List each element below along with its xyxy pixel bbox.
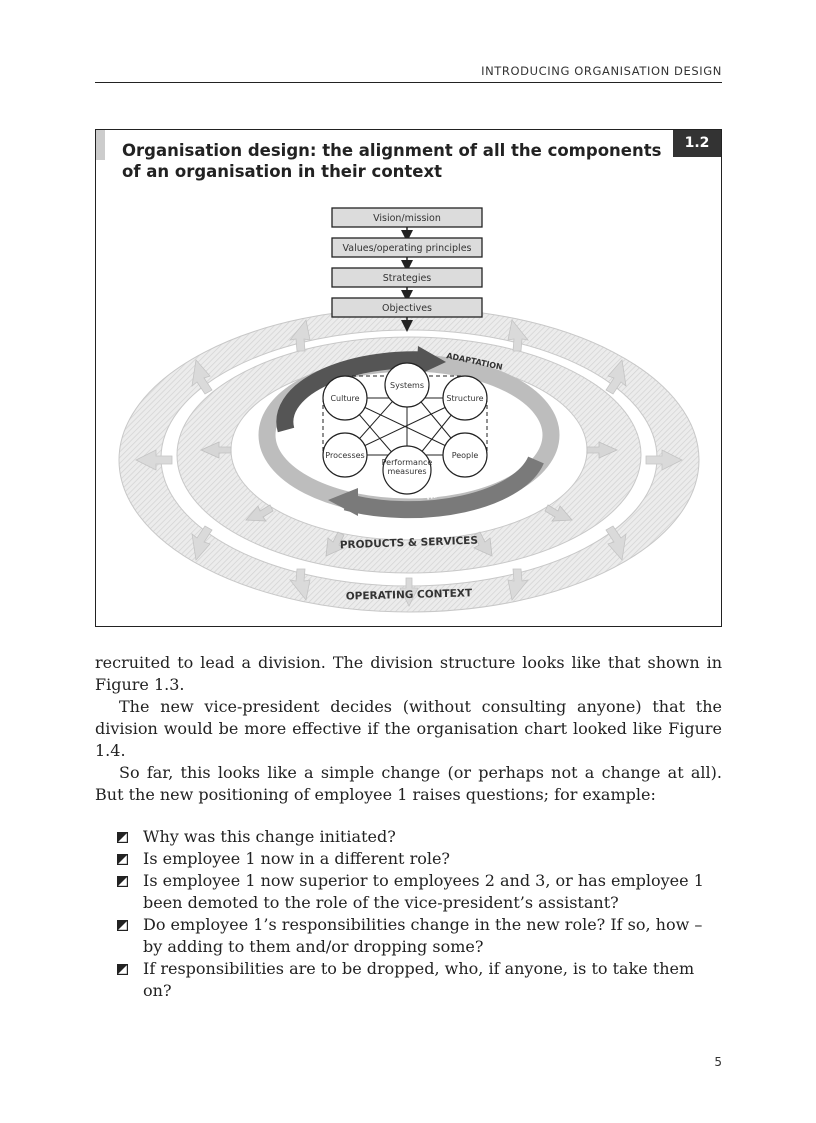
list-item: Why was this change initiated? bbox=[117, 826, 722, 848]
question-list: Why was this change initiated? Is employ… bbox=[117, 826, 722, 1002]
hierarchy-box-vision: Vision/mission bbox=[373, 213, 441, 224]
list-item-text: Is employee 1 now superior to employees … bbox=[143, 871, 704, 912]
hierarchy-box-objectives: Objectives bbox=[382, 303, 432, 314]
hierarchy-box-strategies: Strategies bbox=[383, 273, 432, 284]
hierarchy-stack: Vision/mission Values/operating principl… bbox=[332, 208, 482, 326]
component-systems: Systems bbox=[390, 381, 424, 390]
list-item: If responsibilities are to be dropped, w… bbox=[117, 958, 722, 1002]
list-item: Is employee 1 now superior to employees … bbox=[117, 870, 722, 914]
bullet-icon bbox=[117, 964, 128, 975]
list-item: Is employee 1 now in a different role? bbox=[117, 848, 722, 870]
list-item-text: Why was this change initiated? bbox=[143, 827, 396, 846]
bullet-icon bbox=[117, 832, 128, 843]
organisation-design-diagram: Vision/mission Values/operating principl… bbox=[96, 130, 721, 626]
hierarchy-box-values: Values/operating principles bbox=[342, 243, 471, 254]
page-number: 5 bbox=[700, 1055, 722, 1069]
list-item: Do employee 1’s responsibilities change … bbox=[117, 914, 722, 958]
component-structure: Structure bbox=[446, 394, 483, 403]
list-item-text: Do employee 1’s responsibilities change … bbox=[143, 915, 702, 956]
figure-panel: Organisation design: the alignment of al… bbox=[95, 129, 722, 627]
list-item-text: Is employee 1 now in a different role? bbox=[143, 849, 450, 868]
body-text: recruited to lead a division. The divisi… bbox=[95, 652, 722, 1002]
component-culture: Culture bbox=[330, 394, 359, 403]
component-performance-measures: Performance measures bbox=[381, 458, 433, 476]
paragraph-2: The new vice-president decides (without … bbox=[95, 696, 722, 762]
header-rule bbox=[95, 82, 722, 83]
paragraph-1: recruited to lead a division. The divisi… bbox=[95, 652, 722, 696]
component-processes: Processes bbox=[325, 451, 364, 460]
paragraph-3: So far, this looks like a simple change … bbox=[95, 762, 722, 806]
component-people: People bbox=[452, 451, 479, 460]
running-head: INTRODUCING ORGANISATION DESIGN bbox=[95, 64, 722, 78]
bullet-icon bbox=[117, 854, 128, 865]
bullet-icon bbox=[117, 876, 128, 887]
bullet-icon bbox=[117, 920, 128, 931]
list-item-text: If responsibilities are to be dropped, w… bbox=[143, 959, 694, 1000]
